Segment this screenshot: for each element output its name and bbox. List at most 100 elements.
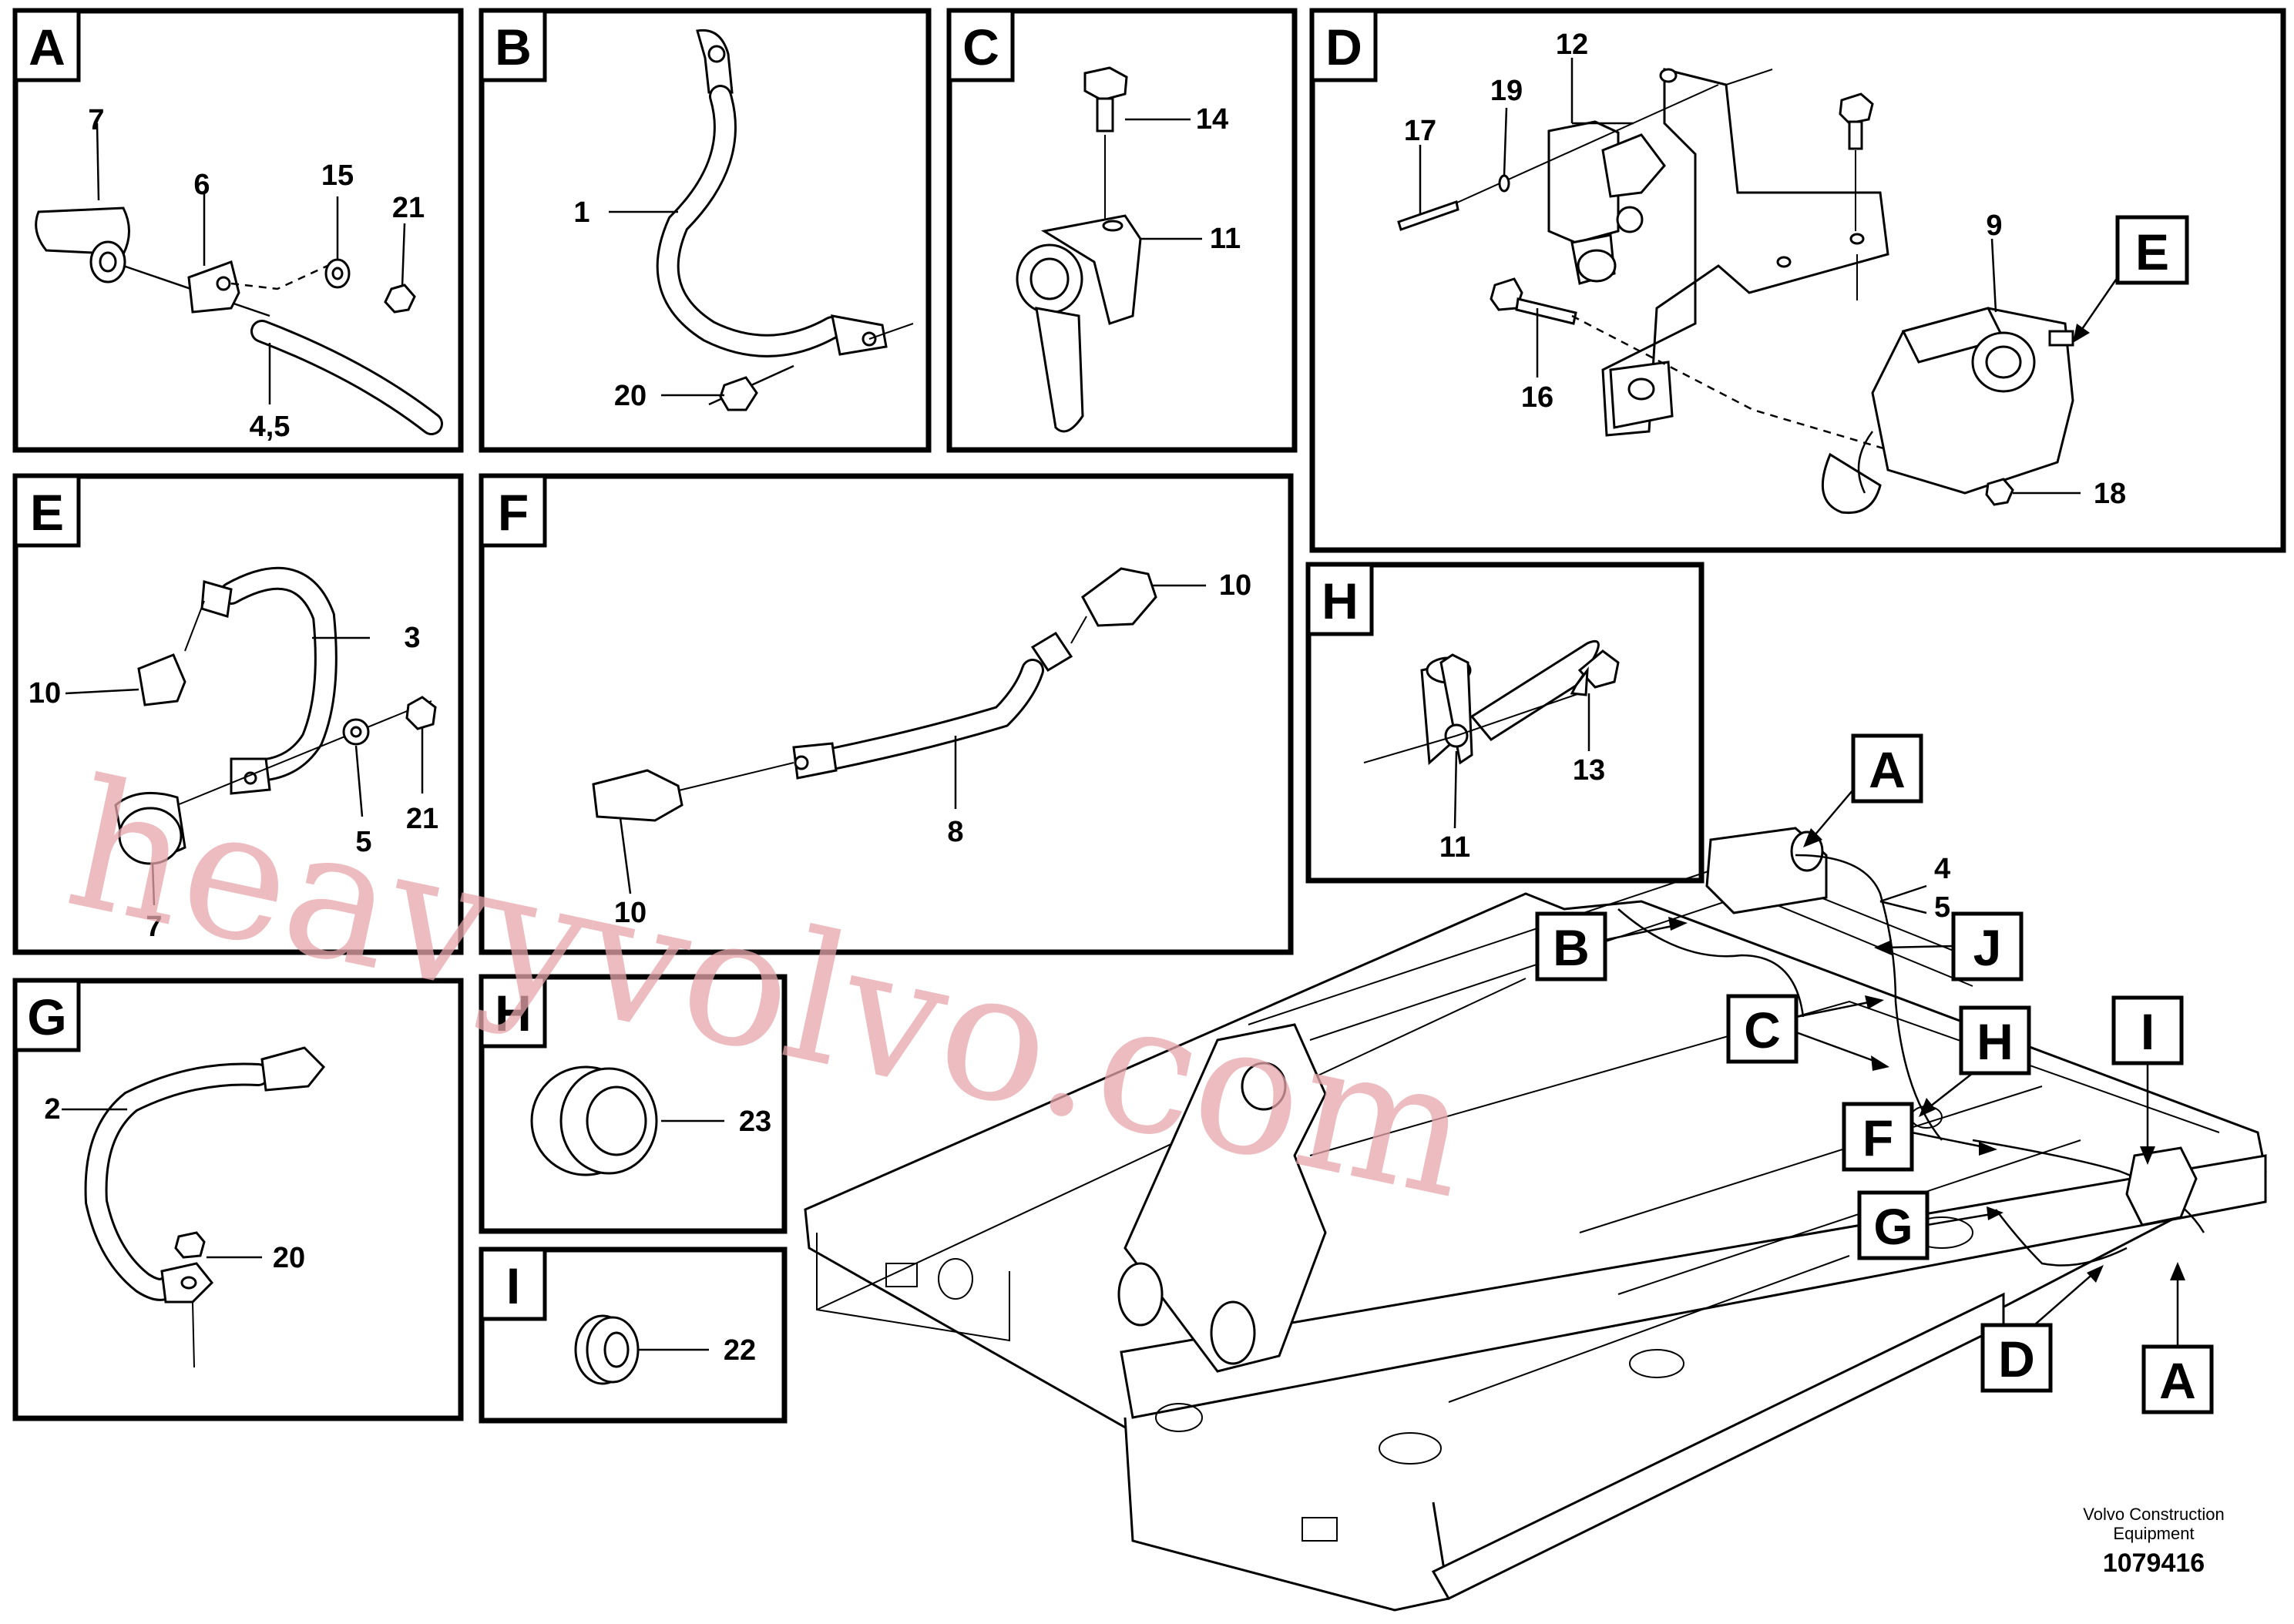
overview-callout-i xyxy=(2111,995,2184,1065)
overview-callout-g xyxy=(1857,1190,1930,1260)
connector-10-f xyxy=(592,769,683,822)
overview-callout-d-label: D xyxy=(1998,1330,2035,1387)
cable-8 xyxy=(792,567,1157,780)
panel-d-tag-e-label: E xyxy=(2135,223,2169,280)
part-number-10-f-bottom: 10 xyxy=(614,897,647,929)
reference-number: 1079416 xyxy=(2103,1549,2205,1578)
part-number-15: 15 xyxy=(321,159,354,192)
part-number-13: 13 xyxy=(1573,754,1605,787)
overview-callout-j xyxy=(1951,911,2024,981)
boom-foot xyxy=(1123,1023,1327,1373)
bolt-20 xyxy=(719,376,758,411)
part-number-7-e: 7 xyxy=(146,911,162,943)
washer-22 xyxy=(574,1314,640,1385)
panel-h-bottom-label: H xyxy=(495,985,532,1042)
panel-g-tag xyxy=(13,978,81,1052)
overview-callout-h xyxy=(1959,1005,2031,1075)
part-number-19: 19 xyxy=(1490,75,1523,107)
part-number-4-5: 4,5 xyxy=(250,411,291,443)
ground-cable-1 xyxy=(656,29,888,357)
part-number-20: 20 xyxy=(614,380,647,412)
panel-h-bottom: H 23 xyxy=(479,974,788,1234)
part-number-17: 17 xyxy=(1404,115,1436,147)
panel-d-frame xyxy=(1309,8,2286,553)
panel-h-top-label: H xyxy=(1322,572,1359,629)
overview-part-5: 5 xyxy=(1934,891,1950,924)
panel-i-label: I xyxy=(506,1257,520,1314)
part-number-14: 14 xyxy=(1196,103,1228,136)
nut-21 xyxy=(384,284,416,314)
mounting-bracket xyxy=(1601,68,1889,437)
overview-callout-b xyxy=(1535,911,1607,981)
panel-d-label: D xyxy=(1325,18,1362,75)
panel-a-frame xyxy=(12,8,464,453)
part-number-3: 3 xyxy=(404,622,420,654)
panel-d-tag xyxy=(1310,8,1378,82)
part-number-6: 6 xyxy=(193,169,210,201)
part-number-23: 23 xyxy=(739,1106,771,1138)
part-number-20-g: 20 xyxy=(273,1242,305,1274)
part-number-9: 9 xyxy=(1986,210,2002,242)
overview-callout-g-label: G xyxy=(1873,1198,1913,1255)
overview-frame-drawing: 4 5 A B J C H I xyxy=(804,733,2267,1612)
overview-callout-b-label: B xyxy=(1553,919,1590,976)
panel-b-label: B xyxy=(495,18,532,75)
boot-7-e xyxy=(114,791,186,865)
overview-callout-c-label: C xyxy=(1744,1002,1781,1059)
part-number-7: 7 xyxy=(88,104,104,136)
overview-callout-a-top-label: A xyxy=(1869,741,1906,798)
part-number-22: 22 xyxy=(724,1334,756,1367)
panel-b-frame xyxy=(479,8,932,453)
part-number-18: 18 xyxy=(2094,478,2126,510)
panel-a-label: A xyxy=(29,18,65,75)
part-number-11-h: 11 xyxy=(1439,831,1470,864)
cable-3 xyxy=(200,566,338,795)
nut-18 xyxy=(1985,478,2014,506)
panel-f: F 10 8 10 xyxy=(479,473,1294,955)
panel-e-frame xyxy=(12,473,464,955)
panel-e-tag xyxy=(13,474,81,548)
panel-h-bottom-tag xyxy=(479,975,547,1049)
panel-c: C 14 11 xyxy=(946,8,1298,453)
overview-callout-h-label: H xyxy=(1977,1013,2014,1070)
panel-f-tag xyxy=(479,474,547,548)
ground-strap-2 xyxy=(84,1046,326,1304)
part-number-16: 16 xyxy=(1521,381,1553,414)
part-number-11: 11 xyxy=(1210,223,1241,255)
part-number-5: 5 xyxy=(355,826,371,858)
panel-d: D xyxy=(1309,8,2286,553)
connector-10 xyxy=(137,653,186,706)
panel-d-tag-e xyxy=(2115,215,2189,285)
part-number-12: 12 xyxy=(1556,29,1588,61)
overview-callout-d xyxy=(1980,1323,2053,1393)
panel-e-label: E xyxy=(30,484,64,541)
panel-g-frame xyxy=(12,978,464,1421)
panel-f-frame xyxy=(479,473,1294,955)
panel-a-tag xyxy=(13,8,81,82)
panel-g-label: G xyxy=(27,988,66,1045)
bolt-13 xyxy=(1570,649,1620,696)
panel-e: E 3 10 5 21 7 xyxy=(12,473,464,955)
bolt-20-g xyxy=(174,1231,206,1259)
panel-i-frame xyxy=(479,1247,788,1424)
relay-9 xyxy=(1821,307,2074,515)
panel-i-tag xyxy=(479,1247,547,1321)
overview-callout-a-bottom-label: A xyxy=(2159,1352,2196,1409)
watermark-text: heavyvolvo.com xyxy=(53,742,1487,1239)
panel-h-top-tag xyxy=(1306,562,1374,636)
nut-21-e xyxy=(405,696,437,730)
panel-c-label: C xyxy=(962,18,999,75)
part-number-8: 8 xyxy=(947,816,963,848)
panel-c-tag xyxy=(947,8,1015,82)
part-number-21: 21 xyxy=(392,192,425,224)
panel-b-tag xyxy=(479,8,547,82)
bolt-14 xyxy=(1083,66,1128,133)
clamp-11-h xyxy=(1420,639,1600,766)
part-number-2: 2 xyxy=(44,1093,60,1126)
bolt-17 xyxy=(1397,200,1459,231)
bolt-16 xyxy=(1490,277,1577,325)
grommet-23 xyxy=(530,1065,658,1176)
panel-h-top: H 13 11 xyxy=(1305,562,1705,884)
